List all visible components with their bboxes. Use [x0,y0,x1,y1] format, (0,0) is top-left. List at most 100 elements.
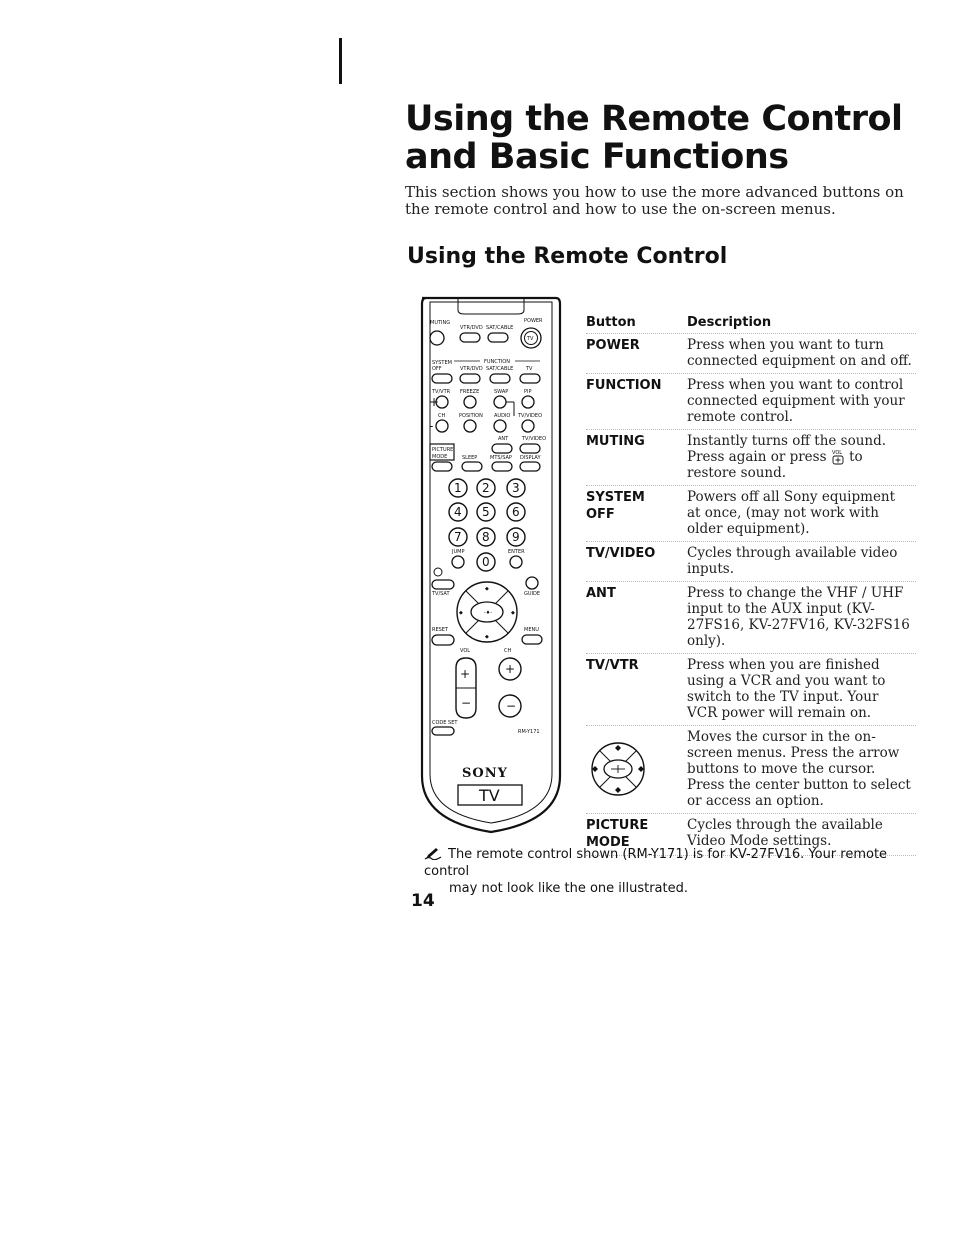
button-description: Moves the cursor in the on-screen menus.… [687,729,911,809]
button-description-table: Button Description POWER Press when you … [586,308,916,856]
reset-button [431,634,455,646]
button-name: PICTURE MODE [586,818,649,850]
ch-up-button [435,395,449,409]
intro-paragraph: This section shows you how to use the mo… [405,183,904,218]
swap-button [493,395,507,409]
digit-9: 9 [512,530,520,544]
svg-text:-: - [429,419,433,433]
digit-4: 4 [454,505,462,519]
digit-3: 3 [512,481,520,495]
button-description: Cycles through the available Video Mode … [687,817,883,849]
muting-desc-before: Instantly turns off the sound. Press aga… [687,433,887,465]
model-number: RM-Y171 [518,729,540,735]
label-system: SYSTEM [432,360,452,366]
button-name: TV/VTR [586,658,639,673]
picture-mode-box [429,443,455,461]
menu-button [521,634,543,645]
arrow-pad [456,581,518,643]
jump-button [451,555,465,569]
svg-text:◆: ◆ [485,634,489,640]
power-ring [520,327,542,349]
function-vtr-button [459,373,481,384]
button-description: Press to change the VHF / UHF input to t… [687,585,910,649]
table-row: SYSTEM OFF Powers off all Sony equipment… [586,486,916,542]
remote-control-illustration: MUTING POWER VTR/DVD SAT/CABLE TV SYSTEM… [418,296,564,836]
page-number: 14 [411,891,435,911]
section-heading: Using the Remote Control [407,244,728,269]
label-sat-cable: SAT/CABLE [486,325,513,331]
column-header-description: Description [687,315,772,330]
tv-badge [457,784,523,806]
label-tv-sat: TV/SAT [431,591,450,597]
small-round-button [433,567,443,577]
code-set-button [431,726,455,736]
label-power: POWER [524,318,543,324]
digit-1: 1 [454,481,462,495]
table-row: TV/VTR Press when you are finished using… [586,654,916,726]
svg-text:◆: ◆ [459,610,463,616]
label-ch: CH [438,413,445,419]
digit-7: 7 [454,530,462,544]
svg-text:+: + [429,395,439,409]
table-row: FUNCTION Press when you want to control … [586,374,916,430]
pip-button [521,395,535,409]
arrow-pad-icon [586,729,687,809]
table-row: ANT Press to change the VHF / UHF input … [586,582,916,654]
digit-5: 5 [482,505,490,519]
label-mode: MODE [432,454,447,460]
label-sat-cable-2: SAT/CABLE [486,366,513,372]
label-tv-2: TV [525,366,533,372]
button-description: Press when you want to turn connected eq… [687,337,912,369]
digit-6: 6 [512,505,520,519]
button-description: Instantly turns off the sound. Press aga… [687,433,912,481]
label-reset: RESET [432,627,449,633]
button-description: Powers off all Sony equipment at once, (… [687,489,896,537]
digit-8: 8 [482,530,490,544]
tv-video-button [521,419,535,433]
sony-logo: SONY [462,766,508,781]
system-off-button [431,373,453,384]
digit-2: 2 [482,481,490,495]
tv-power-button [524,331,538,345]
label-vol: VOL [460,648,470,654]
freeze-button [463,395,477,409]
table-row: MUTING Instantly turns off the sound. Pr… [586,430,916,486]
label-function: FUNCTION [484,359,510,365]
digit-keypad: 1 2 3 4 5 6 7 8 9 0 [448,478,526,572]
label-tv-vtr: TV/VTR [431,389,451,395]
label-jump: JUMP [451,549,464,555]
label-pip: PIP [524,389,532,395]
function-tv-button [519,373,541,384]
picture-mode-button [431,461,453,472]
vol-rocker [455,657,477,719]
svg-text:◆: ◆ [485,586,489,592]
label-freeze: FREEZE [460,389,479,395]
label-guide: GUIDE [524,591,540,597]
button-description: Cycles through available video inputs. [687,545,898,577]
tv-badge-text: TV [478,786,500,805]
label-sleep: SLEEP [462,455,477,461]
margin-mark [339,38,342,84]
table-row: PICTURE MODE Cycles through the availabl… [586,814,916,856]
label-tv-video-2: TV/VIDEO [521,436,546,442]
label-vtr-dvd: VTR/DVD [460,325,483,331]
note-line-1: The remote control shown (RM-Y171) is fo… [424,847,888,879]
display-button [519,461,541,472]
tv-video-oval-button [519,443,541,454]
label-enter: ENTER [508,549,525,555]
button-description: Press when you are finished using a VCR … [687,657,886,721]
mts-sap-button [491,461,513,472]
svg-text:+: + [505,662,515,676]
svg-text:VOL: VOL [832,450,842,456]
label-off: OFF [432,366,442,372]
pencil-note-icon [424,847,442,861]
label-ch-2: CH [504,648,511,654]
label-vtr-dvd-2: VTR/DVD [460,366,483,372]
button-description: Press when you want to control connected… [687,377,905,425]
button-name: FUNCTION [586,378,662,393]
svg-text:◆: ◆ [511,610,515,616]
label-mts-sap: MTS/SAP [490,455,512,461]
button-name: ANT [586,586,616,601]
page-title: Using the Remote Control and Basic Funct… [405,99,903,177]
table-row: Moves the cursor in the on-screen menus.… [586,726,916,814]
